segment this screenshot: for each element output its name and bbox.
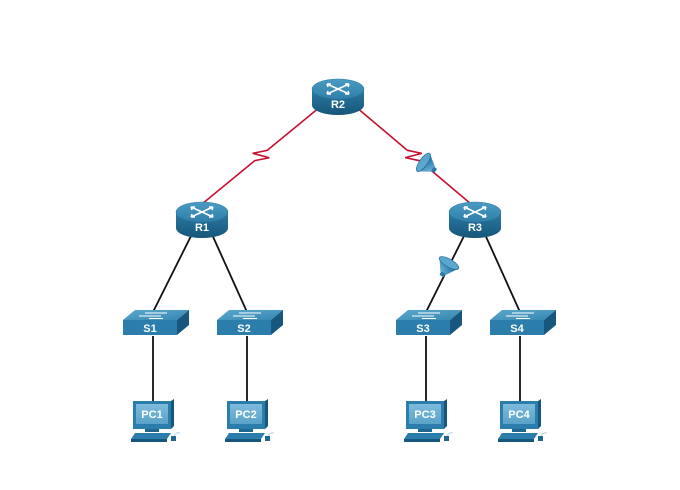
device-label: PC1 <box>141 409 162 421</box>
device-label: S1 <box>143 323 156 335</box>
switch-arrows-icon <box>233 312 261 320</box>
switch-s2[interactable]: S2 <box>217 310 283 335</box>
switch-arrows-icon <box>506 312 534 320</box>
device-label: PC4 <box>508 409 530 421</box>
switch-side <box>544 310 556 335</box>
monitor-side <box>171 399 174 429</box>
switch-front <box>490 320 544 335</box>
router-arrows-icon <box>463 206 487 218</box>
switch-arrows-icon <box>139 312 167 320</box>
switch-top <box>490 310 556 320</box>
router-r1[interactable]: R1 <box>175 201 229 238</box>
switch-s3[interactable]: S3 <box>396 310 462 335</box>
switch-arrows-icon <box>412 312 440 320</box>
device-label: R1 <box>195 222 209 234</box>
switch-front <box>217 320 271 335</box>
monitor-stand <box>145 429 159 432</box>
device-label: R2 <box>331 99 345 111</box>
monitor-stand <box>239 429 253 432</box>
switch-top <box>217 310 283 320</box>
switch-top <box>123 310 189 320</box>
mouse <box>265 436 270 441</box>
keyboard-edge <box>498 439 534 442</box>
mouse-cable <box>446 432 454 437</box>
monitor-screen <box>409 404 441 424</box>
mouse-cable <box>267 432 275 437</box>
keyboard-edge <box>225 439 261 442</box>
keyboard-edge <box>131 439 167 442</box>
monitor-side <box>538 399 541 429</box>
monitor-screen <box>230 404 262 424</box>
pc-pc1[interactable]: PC1 <box>131 399 181 442</box>
packet-capture-icon-r2-r3 <box>416 152 437 173</box>
device-label: PC2 <box>235 409 256 421</box>
keyboard-edge <box>404 439 440 442</box>
mouse <box>538 436 543 441</box>
pc-pc4[interactable]: PC4 <box>498 399 548 442</box>
mouse <box>171 436 176 441</box>
router-arrows-icon <box>190 206 214 218</box>
pc-pc3[interactable]: PC3 <box>404 399 454 442</box>
router-r3[interactable]: R3 <box>448 201 502 238</box>
packet-capture-icon-r3-s3 <box>438 256 460 277</box>
device-label: S4 <box>510 323 524 335</box>
switch-side <box>271 310 283 335</box>
device-label: S2 <box>237 323 250 335</box>
links-layer <box>152 106 521 403</box>
router-arrows-icon <box>326 83 350 95</box>
mouse <box>444 436 449 441</box>
serial-link-r2-r3 <box>355 106 472 205</box>
monitor-screen <box>503 404 535 424</box>
keyboard <box>498 433 538 439</box>
monitor-side <box>265 399 268 429</box>
router-r2[interactable]: R2 <box>311 78 365 115</box>
monitor-side <box>444 399 447 429</box>
ethernet-link-r1-s1 <box>152 229 195 313</box>
ethernet-link-r3-s4 <box>482 229 521 313</box>
switch-front <box>123 320 177 335</box>
switch-front <box>396 320 450 335</box>
switch-top <box>396 310 462 320</box>
switch-side <box>177 310 189 335</box>
serial-link-r2-r1 <box>201 106 321 205</box>
switch-s4[interactable]: S4 <box>490 310 556 335</box>
device-label: R3 <box>468 222 482 234</box>
keyboard <box>131 433 171 439</box>
device-label: S3 <box>416 323 429 335</box>
switch-s1[interactable]: S1 <box>123 310 189 335</box>
pc-pc2[interactable]: PC2 <box>225 399 275 442</box>
monitor-screen <box>136 404 168 424</box>
keyboard <box>225 433 265 439</box>
monitor-stand <box>512 429 526 432</box>
ethernet-link-r1-s2 <box>209 229 248 313</box>
mouse-cable <box>540 432 548 437</box>
keyboard <box>404 433 444 439</box>
device-label: PC3 <box>414 409 435 421</box>
monitor-stand <box>418 429 432 432</box>
mouse-cable <box>173 432 181 437</box>
capture-layer <box>416 152 460 277</box>
switch-side <box>450 310 462 335</box>
